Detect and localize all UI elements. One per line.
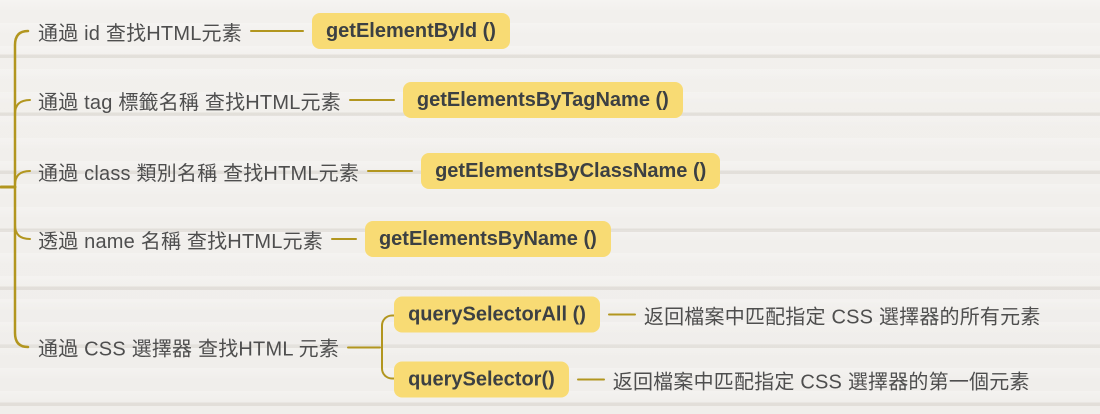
branch-row: 通過 class 類別名稱 查找HTML元素 getElementsByClas… — [38, 153, 721, 189]
method-node-getelementbyid[interactable]: getElementById () — [311, 13, 510, 49]
description-node-queryselector[interactable]: 返回檔案中匹配指定 CSS 選擇器的第一個元素 — [612, 371, 1030, 393]
branch-row: 透過 name 名稱 查找HTML元素 getElementsByName () — [38, 221, 611, 257]
elbow-connector-top — [381, 314, 395, 348]
connector-line — [330, 238, 357, 240]
branch-row: 通過 CSS 選擇器 查找HTML 元素 querySelectorAll ()… — [38, 296, 1041, 398]
method-node-queryselector[interactable]: querySelector() — [394, 361, 569, 398]
connector-line — [367, 170, 414, 172]
topic-node-id[interactable]: 通過 id 查找HTML元素 — [38, 22, 242, 45]
topic-node-name[interactable]: 透過 name 名稱 查找HTML元素 — [38, 230, 323, 253]
connector-line — [576, 378, 605, 381]
description-node-queryselectorall[interactable]: 返回檔案中匹配指定 CSS 選擇器的所有元素 — [643, 306, 1041, 328]
branch-row: 通過 id 查找HTML元素 getElementById () — [38, 13, 510, 49]
branch-subrow: querySelector() 返回檔案中匹配指定 CSS 選擇器的第一個元素 — [394, 361, 1040, 398]
connector-line — [348, 99, 395, 101]
method-node-getelementsbyclassname[interactable]: getElementsByClassName () — [421, 153, 721, 189]
method-node-getelementsbyname[interactable]: getElementsByName () — [364, 221, 611, 257]
branch-elbow-class — [14, 170, 31, 186]
connector-line — [249, 30, 304, 32]
topic-node-tag[interactable]: 通過 tag 標籤名稱 查找HTML元素 — [38, 91, 341, 114]
branch-subrow: querySelectorAll () 返回檔案中匹配指定 CSS 選擇器的所有… — [394, 296, 1041, 333]
main-trunk — [13, 29, 30, 349]
branch-elbow-name — [14, 224, 31, 240]
method-node-queryselectorall[interactable]: querySelectorAll () — [394, 296, 600, 333]
topic-node-class[interactable]: 通過 class 類別名稱 查找HTML元素 — [38, 162, 360, 185]
connector-line — [607, 313, 636, 316]
method-node-getelementsbytagname[interactable]: getElementsByTagName () — [402, 82, 683, 118]
branch-row: 通過 tag 標籤名稱 查找HTML元素 getElementsByTagNam… — [38, 82, 683, 118]
branch-elbow-tag — [14, 99, 31, 115]
elbow-connector-bottom — [381, 346, 395, 380]
connector-line — [347, 346, 382, 348]
css-children-bracket: querySelectorAll () 返回檔案中匹配指定 CSS 選擇器的所有… — [381, 296, 1041, 398]
topic-node-css[interactable]: 通過 CSS 選擇器 查找HTML 元素 — [38, 338, 340, 361]
